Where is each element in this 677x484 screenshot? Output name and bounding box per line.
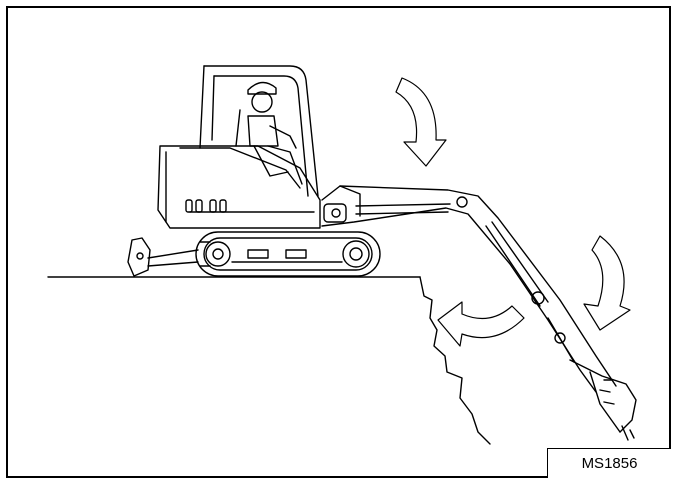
dozer-blade <box>128 238 198 276</box>
curved-arrow-icon <box>584 236 630 330</box>
curved-arrow-icon <box>438 302 524 346</box>
curved-arrow-icon <box>396 78 446 166</box>
ground-and-cliff <box>48 277 490 444</box>
operator-figure <box>236 82 302 184</box>
figure-id-label: MS1856 <box>547 448 671 478</box>
crawler-track <box>196 232 380 276</box>
